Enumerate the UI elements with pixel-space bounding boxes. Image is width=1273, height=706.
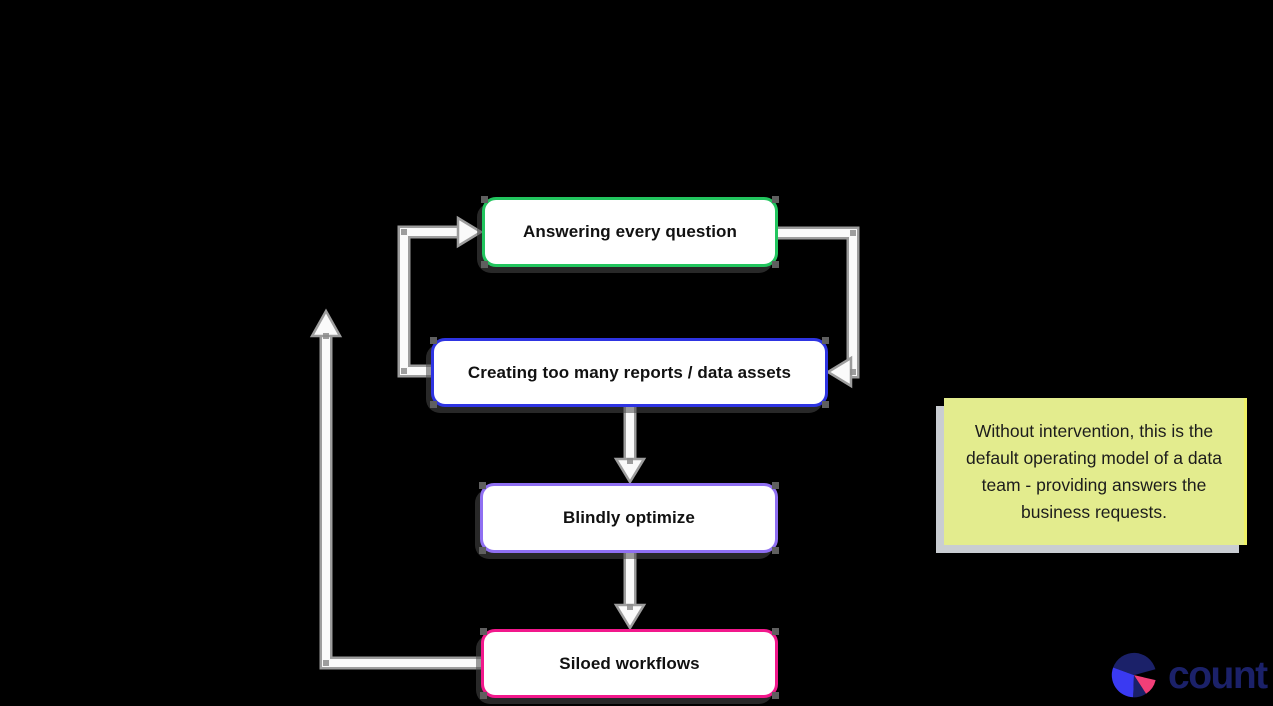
selection-handle	[772, 261, 779, 268]
connector-junction-dot	[850, 369, 856, 375]
selection-handle	[430, 337, 437, 344]
node-label: Blindly optimize	[563, 508, 695, 527]
selection-handle	[822, 337, 829, 344]
sticky-note-text: Without intervention, this is the defaul…	[966, 420, 1222, 522]
connector-junction-dot	[850, 230, 856, 236]
connector-junction-dot	[323, 660, 329, 666]
selection-handle	[772, 692, 779, 699]
arrow-creating-to-answering	[397, 215, 484, 378]
count-logo: count	[1108, 650, 1268, 706]
node-siloed-workflows[interactable]: Siloed workflows	[480, 628, 779, 699]
node-blindly-optimize[interactable]: Blindly optimize	[479, 482, 779, 554]
arrow-creating-to-blindly	[613, 407, 647, 485]
selection-handle	[480, 692, 487, 699]
selection-handle	[772, 547, 779, 554]
arrow-blindly-to-siloed	[613, 553, 647, 631]
sticky-note[interactable]: Without intervention, this is the defaul…	[944, 398, 1247, 545]
selection-handle	[772, 482, 779, 489]
selection-handle	[772, 196, 779, 203]
count-logo-wordmark: count	[1168, 654, 1268, 697]
node-label: Answering every question	[522, 222, 737, 241]
selection-handle	[479, 547, 486, 554]
selection-handle	[822, 401, 829, 408]
selection-handle	[480, 628, 487, 635]
connector-junction-dot	[323, 333, 329, 339]
node-label: Siloed workflows	[559, 653, 700, 673]
count-logo-icon	[1111, 652, 1156, 698]
node-answering-every-question[interactable]: Answering every question	[481, 196, 779, 268]
selection-handle	[772, 628, 779, 635]
connector-junction-dot	[627, 458, 633, 464]
connector-junction-dot	[627, 604, 633, 610]
selection-handle	[481, 196, 488, 203]
connector-junction-dot	[401, 368, 407, 374]
selection-handle	[481, 261, 488, 268]
node-creating-too-many-reports[interactable]: Creating too many reports / data assets	[430, 337, 829, 408]
connector-junction-dot	[401, 229, 407, 235]
selection-handle	[430, 401, 437, 408]
node-label: Creating too many reports / data assets	[467, 362, 792, 382]
selection-handle	[479, 482, 486, 489]
